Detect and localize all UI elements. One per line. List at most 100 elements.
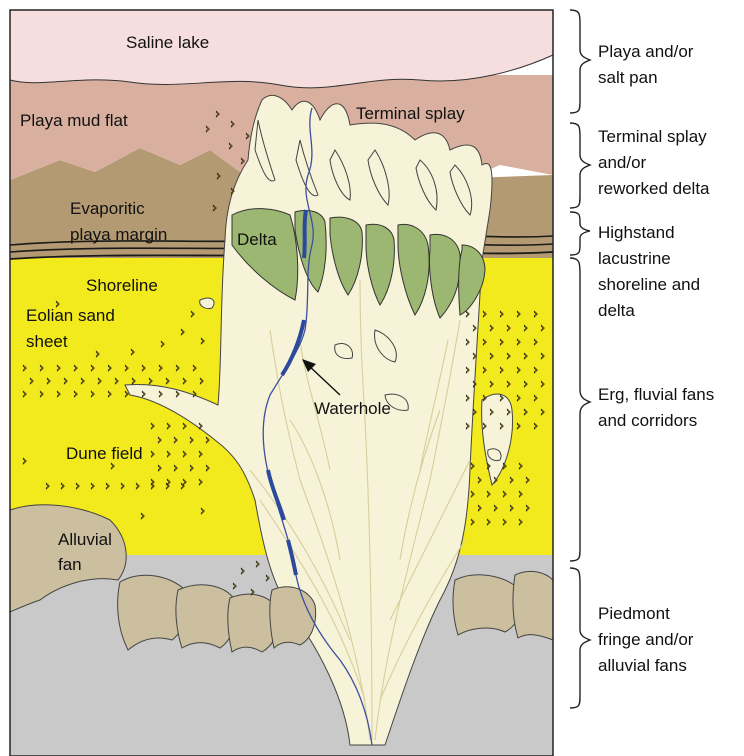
dune-icon: › <box>175 361 180 376</box>
dune-icon: › <box>240 564 245 579</box>
dune-icon: › <box>472 349 477 364</box>
zone-label-highstand-line2: lacustrine <box>598 249 671 268</box>
dune-icon: › <box>114 374 119 389</box>
dune-icon: › <box>486 487 491 502</box>
label-sheet: sheet <box>26 332 68 351</box>
dune-icon: › <box>192 361 197 376</box>
dune-icon: › <box>22 387 27 402</box>
dune-icon: › <box>135 479 140 494</box>
bracket-terminal-splay <box>570 123 590 208</box>
dune-icon: › <box>39 361 44 376</box>
dune-icon: › <box>250 585 255 600</box>
zone-brackets <box>570 10 590 708</box>
dune-icon: › <box>90 361 95 376</box>
dune-icon: › <box>212 201 217 216</box>
dune-icon: › <box>150 447 155 462</box>
dune-icon: › <box>60 479 65 494</box>
dune-icon: › <box>232 579 237 594</box>
dune-icon: › <box>533 307 538 322</box>
dune-icon: › <box>150 419 155 434</box>
label-fan: fan <box>58 555 82 574</box>
label-terminal-splay: Terminal splay <box>356 104 465 123</box>
dune-icon: › <box>56 361 61 376</box>
dune-icon: › <box>124 387 129 402</box>
dune-icon: › <box>95 347 100 362</box>
dune-icon: › <box>499 363 504 378</box>
dune-icon: › <box>525 473 530 488</box>
dune-icon: › <box>470 515 475 530</box>
dune-icon: › <box>499 419 504 434</box>
dune-icon: › <box>182 374 187 389</box>
dune-icon: › <box>516 335 521 350</box>
dune-icon: › <box>141 387 146 402</box>
dune-icon: › <box>75 479 80 494</box>
dune-icon: › <box>45 479 50 494</box>
dune-icon: › <box>180 325 185 340</box>
dune-icon: › <box>90 479 95 494</box>
dune-icon: › <box>182 419 187 434</box>
zone-label-piedmont-line2: fringe and/or <box>598 630 694 649</box>
dune-icon: › <box>518 459 523 474</box>
label-waterhole: Waterhole <box>314 399 391 418</box>
dune-icon: › <box>182 447 187 462</box>
dune-icon: › <box>533 335 538 350</box>
dune-icon: › <box>216 169 221 184</box>
dune-icon: › <box>472 405 477 420</box>
river-thick-1 <box>304 210 306 258</box>
dune-icon: › <box>200 504 205 519</box>
dune-icon: › <box>29 374 34 389</box>
dune-icon: › <box>200 334 205 349</box>
dune-icon: › <box>477 501 482 516</box>
dune-icon: › <box>477 473 482 488</box>
dune-icon: › <box>482 307 487 322</box>
dune-icon: › <box>165 374 170 389</box>
dune-icon: › <box>150 475 155 490</box>
dune-icon: › <box>73 387 78 402</box>
dune-icon: › <box>198 447 203 462</box>
dune-icon: › <box>540 349 545 364</box>
dune-icon: › <box>493 473 498 488</box>
dune-icon: › <box>158 387 163 402</box>
dune-icon: › <box>107 387 112 402</box>
dune-icon: › <box>46 374 51 389</box>
dune-icon: › <box>230 117 235 132</box>
dune-icon: › <box>265 571 270 586</box>
dune-icon: › <box>73 361 78 376</box>
dune-icon: › <box>482 391 487 406</box>
bracket-piedmont <box>570 568 590 708</box>
bracket-playa <box>570 10 590 113</box>
alluvial-fan <box>513 571 553 640</box>
dune-icon: › <box>140 509 145 524</box>
dune-icon: › <box>516 363 521 378</box>
dune-icon: › <box>472 377 477 392</box>
dune-icon: › <box>465 335 470 350</box>
dune-icon: › <box>533 363 538 378</box>
dune-icon: › <box>489 321 494 336</box>
zone-label-highstand-line4: delta <box>598 301 635 320</box>
dune-icon: › <box>124 361 129 376</box>
dune-icon: › <box>533 419 538 434</box>
dune-icon: › <box>157 461 162 476</box>
dune-icon: › <box>158 361 163 376</box>
dune-icon: › <box>465 419 470 434</box>
dune-icon: › <box>509 501 514 516</box>
label-shoreline: Shoreline <box>86 276 158 295</box>
dune-icon: › <box>107 361 112 376</box>
dune-icon: › <box>205 433 210 448</box>
dune-icon: › <box>506 349 511 364</box>
dune-icon: › <box>182 475 187 490</box>
dune-icon: › <box>39 387 44 402</box>
dune-icon: › <box>506 321 511 336</box>
dune-icon: › <box>166 447 171 462</box>
dune-icon: › <box>509 473 514 488</box>
dune-icon: › <box>465 307 470 322</box>
dune-icon: › <box>199 374 204 389</box>
dune-icon: › <box>533 391 538 406</box>
label-saline-lake: Saline lake <box>126 33 209 52</box>
dune-icon: › <box>518 487 523 502</box>
dune-icon: › <box>189 433 194 448</box>
dune-icon: › <box>506 377 511 392</box>
dune-icon: › <box>160 337 165 352</box>
dune-icon: › <box>215 107 220 122</box>
